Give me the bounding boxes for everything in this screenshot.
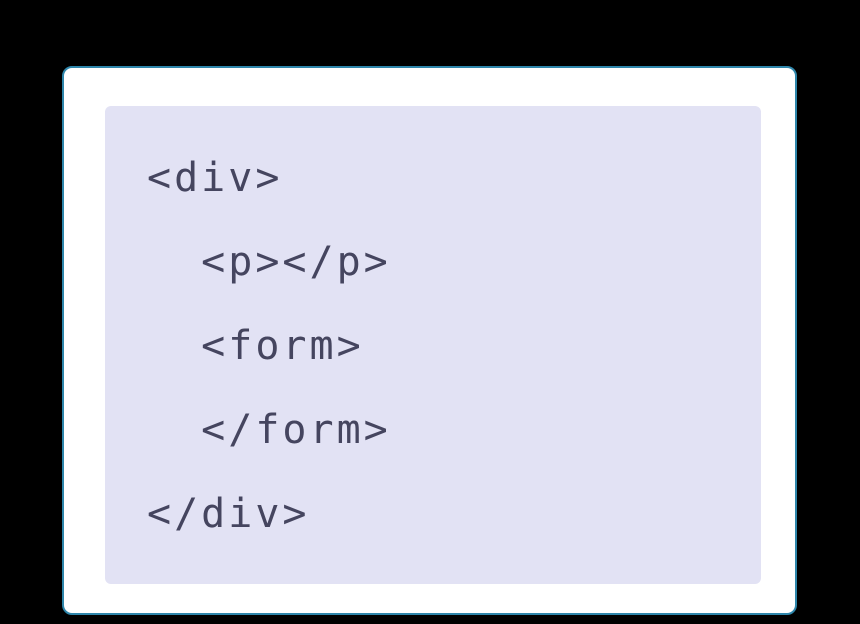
code-line: <p></p> (147, 239, 391, 285)
code-line: </div> (147, 491, 310, 537)
code-line: <div> (147, 155, 283, 201)
code-card: <div> <p></p> <form> </form> </div> (62, 66, 797, 615)
code-block: <div> <p></p> <form> </form> </div> (105, 106, 761, 584)
code-line: <form> (147, 323, 364, 369)
code-line: </form> (147, 407, 391, 453)
